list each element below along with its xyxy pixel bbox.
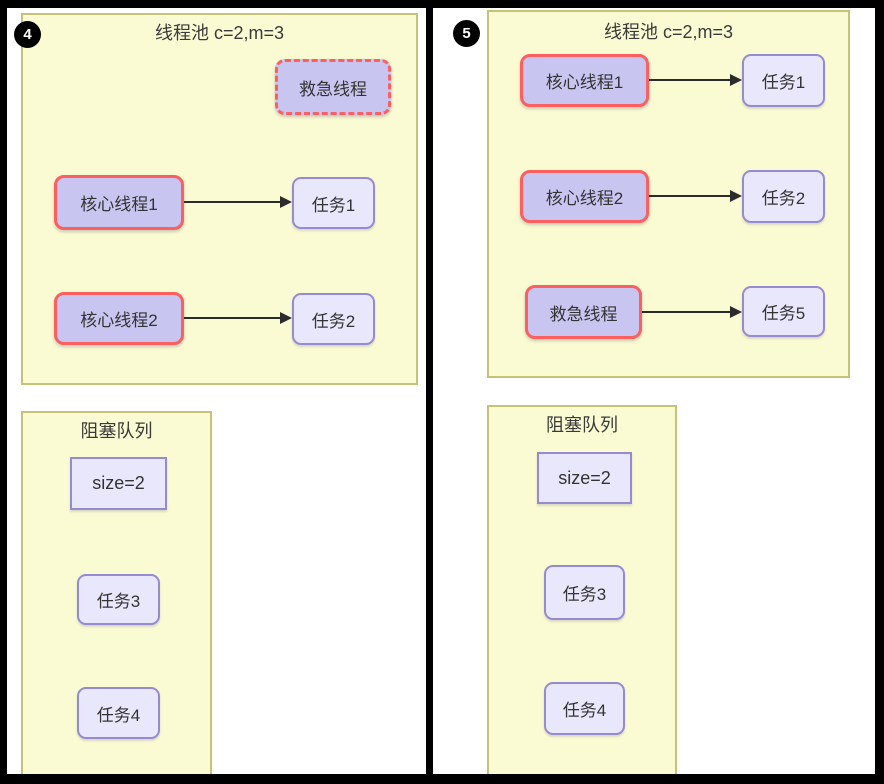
task-1: 任务1 xyxy=(742,54,825,107)
panel-step-4: 4 线程池 c=2,m=3 救急线程 核心线程1 任务1 核心线程2 任务2 阻… xyxy=(7,8,426,774)
arrow-head-icon xyxy=(730,190,742,202)
step-badge: 5 xyxy=(453,20,480,47)
queue-size-label: size=2 xyxy=(70,457,167,510)
arrow-emergency-task5 xyxy=(642,306,742,318)
blocking-queue-box: 阻塞队列 size=2 任务3 任务4 xyxy=(21,411,212,774)
queued-task-4: 任务4 xyxy=(77,687,160,739)
task-2: 任务2 xyxy=(292,293,375,345)
core-thread-2: 核心线程2 xyxy=(54,292,184,345)
arrow-head-icon xyxy=(280,312,292,324)
arrow-shaft xyxy=(184,317,281,319)
arrow-shaft xyxy=(184,201,281,203)
arrow-head-icon xyxy=(280,196,292,208)
queued-task-4: 任务4 xyxy=(544,682,625,735)
arrow-head-icon xyxy=(730,74,742,86)
arrow-core1-task1 xyxy=(649,74,742,86)
arrow-shaft xyxy=(649,79,731,81)
thread-pool-box: 线程池 c=2,m=3 核心线程1 任务1 核心线程2 任务2 救急线程 任务5 xyxy=(487,10,850,378)
core-thread-2: 核心线程2 xyxy=(520,170,649,223)
arrow-core2-task2 xyxy=(184,312,292,324)
thread-pool-title: 线程池 c=2,m=3 xyxy=(603,22,734,42)
panel-step-5: 5 线程池 c=2,m=3 核心线程1 任务1 核心线程2 任务2 救急线程 任… xyxy=(433,8,875,774)
arrow-core1-task1 xyxy=(184,196,292,208)
emergency-thread: 救急线程 xyxy=(525,285,642,339)
task-1: 任务1 xyxy=(292,177,375,229)
core-thread-1: 核心线程1 xyxy=(520,54,649,107)
task-5: 任务5 xyxy=(742,286,825,337)
task-2: 任务2 xyxy=(742,170,825,223)
emergency-thread-idle: 救急线程 xyxy=(275,59,391,115)
core-thread-1: 核心线程1 xyxy=(54,175,184,230)
arrow-head-icon xyxy=(730,306,742,318)
queued-task-3: 任务3 xyxy=(544,565,625,620)
queue-size-label: size=2 xyxy=(537,452,632,504)
arrow-shaft xyxy=(649,195,731,197)
blocking-queue-title: 阻塞队列 xyxy=(546,415,618,435)
arrow-shaft xyxy=(642,311,731,313)
step-badge: 4 xyxy=(14,21,41,48)
thread-pool-title: 线程池 c=2,m=3 xyxy=(154,23,285,43)
blocking-queue-title: 阻塞队列 xyxy=(80,421,153,441)
queued-task-3: 任务3 xyxy=(77,574,160,625)
thread-pool-box: 线程池 c=2,m=3 救急线程 核心线程1 任务1 核心线程2 任务2 xyxy=(21,13,418,385)
arrow-core2-task2 xyxy=(649,190,742,202)
blocking-queue-box: 阻塞队列 size=2 任务3 任务4 xyxy=(487,405,677,774)
